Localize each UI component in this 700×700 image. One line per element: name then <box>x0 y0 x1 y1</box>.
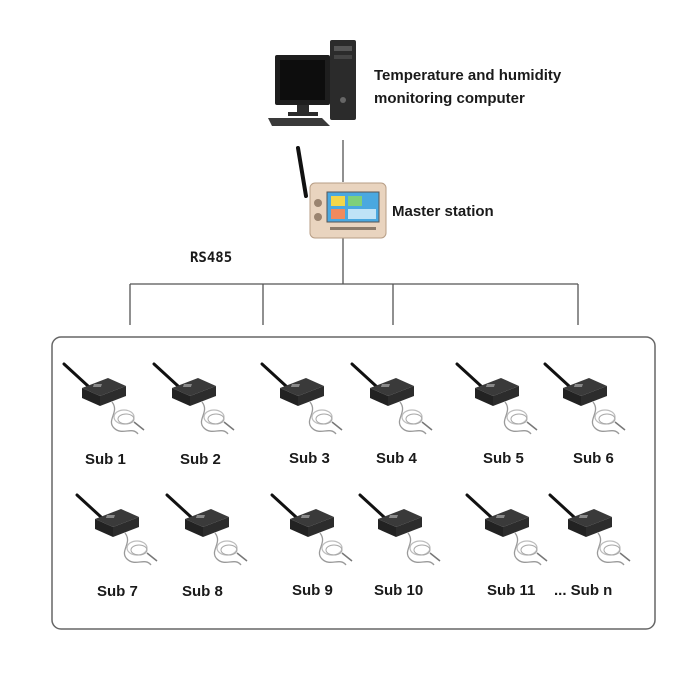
connection-lines <box>129 140 579 325</box>
sub-12-label: ... Sub n <box>554 582 613 599</box>
sub-3-label: Sub 3 <box>289 450 330 467</box>
sub-4-sensor-icon <box>350 362 433 435</box>
master-station-icon <box>296 146 387 239</box>
computer-label-line1: Temperature and humidity <box>374 67 562 84</box>
sub-1-label: Sub 1 <box>85 451 126 468</box>
sub-9-sensor-icon <box>270 493 353 566</box>
sub-8-label: Sub 8 <box>182 583 223 600</box>
sub-2-label: Sub 2 <box>180 451 221 468</box>
sub-12-sensor-icon <box>548 493 631 566</box>
sub-5-label: Sub 5 <box>483 450 524 467</box>
bus-label: RS485 <box>190 250 233 266</box>
sub-icons <box>62 362 631 566</box>
sub-6-sensor-icon <box>543 362 626 435</box>
sub-10-sensor-icon <box>358 493 441 566</box>
master-station-label: Master station <box>392 203 494 220</box>
computer-label: Temperature and humidity monitoring comp… <box>374 64 634 110</box>
sub-4-label: Sub 4 <box>376 450 417 467</box>
sub-1-sensor-icon <box>62 362 145 435</box>
sub-3-sensor-icon <box>260 362 343 435</box>
sub-8-sensor-icon <box>165 493 248 566</box>
computer-label-line2: monitoring computer <box>374 90 525 107</box>
sub-5-sensor-icon <box>455 362 538 435</box>
substations-frame <box>51 336 656 630</box>
sub-11-sensor-icon <box>465 493 548 566</box>
sub-7-sensor-icon <box>75 493 158 566</box>
sub-10-label: Sub 10 <box>374 582 424 599</box>
sub-6-label: Sub 6 <box>573 450 614 467</box>
sub-11-label: Sub 11 <box>487 582 536 599</box>
sub-2-sensor-icon <box>152 362 235 435</box>
sub-7-label: Sub 7 <box>97 583 138 600</box>
sub-9-label: Sub 9 <box>292 582 333 599</box>
desktop-computer-icon <box>268 40 356 126</box>
